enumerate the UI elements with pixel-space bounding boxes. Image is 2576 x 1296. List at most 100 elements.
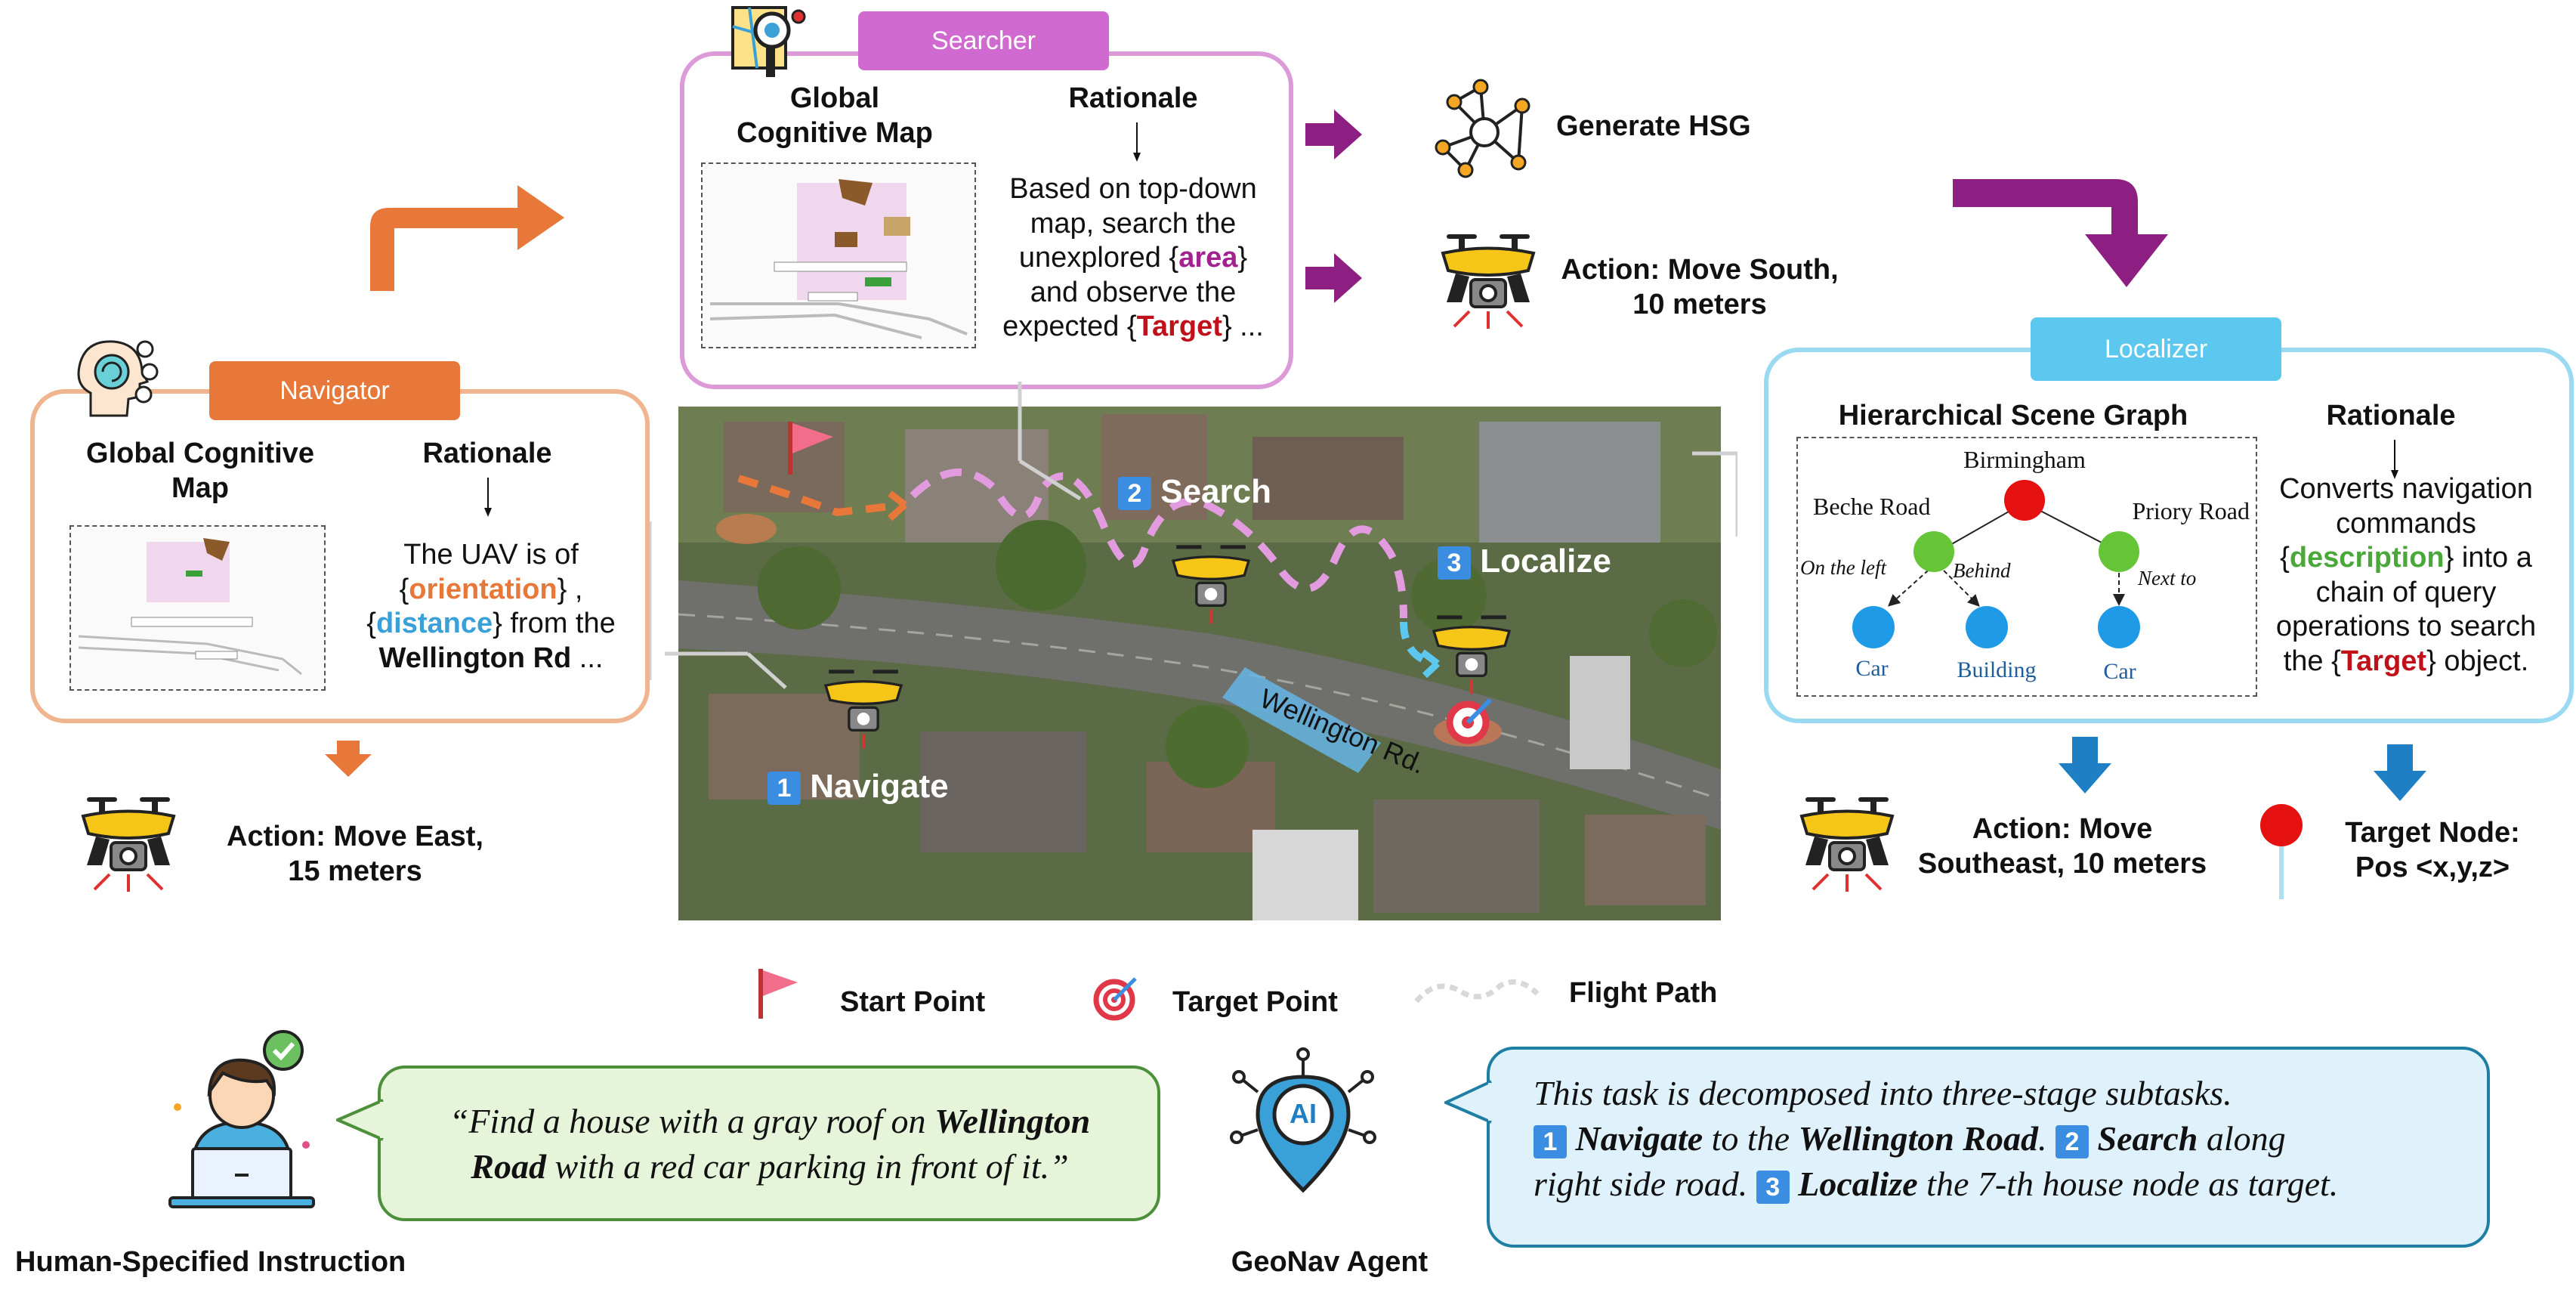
localizer-rationale-line2: commands — [2336, 507, 2476, 540]
brace-open: { — [366, 608, 376, 640]
localizer-rationale-line3: {description} into a — [2255, 541, 2557, 576]
map-drone-1-icon — [822, 663, 905, 758]
agent-icon-text: AI — [1290, 1098, 1317, 1129]
flight-path-icon — [1413, 971, 1541, 1013]
navigator-action-line2: 15 meters — [288, 855, 422, 887]
searcher-map-heading: Global Cognitive Map — [737, 82, 933, 149]
searcher-rationale-line4: and observe the — [1030, 276, 1237, 308]
graph-edge-on-the-left: On the left — [1800, 556, 1886, 579]
localizer-graph-heading: Hierarchical Scene Graph — [1838, 400, 2188, 431]
navigator-rationale-heading: Rationale — [422, 438, 552, 469]
target-node-label: Target Node: Pos <x,y,z> — [2319, 816, 2546, 885]
navigator-cognitive-map — [69, 525, 326, 691]
graph-leaf-car-1: Car — [1855, 656, 1889, 681]
brace-open: { — [399, 573, 409, 605]
navigator-output-arrow — [325, 741, 372, 777]
human-instruction-text: “Find a house with a gray roof on Wellin… — [411, 1099, 1129, 1189]
graph-edge-next-to: Next to — [2138, 567, 2197, 589]
navigator-head-icon — [68, 333, 159, 423]
step-localize-label: Localize — [1480, 543, 1611, 580]
expected-text: expected { — [1002, 311, 1137, 343]
searcher-to-action-arrow — [1305, 253, 1362, 303]
localizer-down-arrow — [2390, 440, 2399, 481]
orientation-keyword: orientation — [409, 573, 558, 605]
agent-num-1: 1 — [1534, 1125, 1567, 1159]
legend-target: Target Point — [1172, 986, 1338, 1018]
brace-open: { — [2280, 542, 2290, 574]
the-text: the { — [2283, 645, 2341, 677]
object-text: } object. — [2426, 645, 2529, 677]
graph-node-beche-road: Beche Road — [1813, 493, 1931, 520]
searcher-rationale-line1: Based on top-down — [1009, 173, 1257, 205]
searcher-rationale-line5: expected {Target} ... — [982, 310, 1284, 345]
step-navigate-label: Navigate — [810, 768, 949, 805]
searcher-action-line1: Action: Move South, — [1561, 254, 1839, 286]
hsg-network-icon — [1428, 76, 1541, 181]
legend-path: Flight Path — [1569, 977, 1718, 1009]
map-drone-2-icon — [1169, 539, 1252, 633]
aerial-map: Wellington Rd. 2 Search 3 Localize 1 Nav… — [678, 407, 1721, 920]
localizer-action-line2: Southeast, 10 meters — [1917, 847, 2207, 880]
map-drone-3-icon — [1430, 609, 1513, 704]
target-node-line1: Target Node: — [2345, 817, 2520, 849]
navigator-rationale-line1: The UAV is of — [403, 539, 579, 571]
navigator-action: Action: Move East, 15 meters — [204, 820, 506, 889]
localizer-rationale-text: Converts navigation commands {descriptio… — [2255, 472, 2557, 679]
step-navigate-num: 1 — [768, 772, 801, 806]
start-flag-icon — [755, 967, 801, 1020]
hsg-to-localizer-arrow — [1953, 175, 2172, 289]
localizer-rationale-line6: the {Target} object. — [2255, 645, 2557, 679]
agent-road: Wellington Road — [1798, 1119, 2038, 1158]
step-search-label: Search — [1160, 473, 1271, 510]
graph-leaf-car-2: Car — [2103, 659, 2136, 684]
target-node-line2: Pos <x,y,z> — [2355, 851, 2510, 883]
graph-root-label: Birmingham — [1963, 446, 2086, 473]
instruction-part1: “Find a house with a gray roof on — [449, 1102, 935, 1140]
searcher-title: Searcher — [858, 11, 1109, 70]
graph-edge-behind: Behind — [1953, 559, 2011, 582]
step-search: 2 Search — [1118, 473, 1271, 511]
localizer-title: Localizer — [2031, 317, 2281, 381]
unexplored-text: unexplored { — [1018, 242, 1179, 274]
target-point-icon — [1092, 971, 1144, 1024]
brace-close: } — [1237, 242, 1248, 274]
agent-response-text: This task is decomposed into three-stage… — [1534, 1071, 2470, 1207]
scene-graph-box — [1796, 437, 2257, 697]
navigator-rationale-line2: {orientation} , — [347, 573, 635, 608]
localizer-action: Action: Move Southeast, 10 meters — [1900, 812, 2225, 881]
searcher-rationale-line2: map, search the — [1030, 207, 1237, 240]
navigator-drone-icon — [79, 790, 178, 903]
localizer-rationale-line1: Converts navigation — [2279, 473, 2533, 505]
road-keyword: Wellington Rd — [378, 642, 572, 674]
localizer-rationale-heading: Rationale — [2326, 400, 2456, 431]
human-label: Human-Specified Instruction — [15, 1246, 406, 1278]
graph-leaf-building: Building — [1957, 657, 2037, 682]
connector-lines — [647, 370, 1740, 695]
step-localize-num: 3 — [1438, 546, 1471, 580]
geonav-agent-icon: AI — [1228, 1047, 1379, 1198]
agent-response-line2: 1 Navigate to the Wellington Road. 2 Sea… — [1534, 1116, 2470, 1161]
legend-start: Start Point — [840, 986, 986, 1018]
agent-localize: Localize — [1798, 1165, 1918, 1203]
step-localize: 3 Localize — [1438, 543, 1611, 580]
agent-bubble-tail — [1442, 1077, 1496, 1130]
searcher-action-line2: 10 meters — [1632, 288, 1767, 320]
graph-node-priory-road: Priory Road — [2132, 497, 2250, 524]
searcher-to-hsg-arrow — [1305, 110, 1362, 159]
agent-num-2: 2 — [2055, 1125, 2089, 1159]
localizer-target-arrow — [2374, 744, 2426, 801]
searcher-cognitive-map — [701, 162, 976, 348]
human-instruction-bubble: “Find a house with a gray roof on Wellin… — [378, 1066, 1160, 1221]
navigator-to-searcher-arrow — [366, 181, 570, 291]
navigator-map-heading: Global Cognitive Map — [86, 438, 314, 504]
target-keyword: Target — [1136, 311, 1222, 343]
ellipsis: ... — [571, 642, 604, 674]
step-search-num: 2 — [1118, 477, 1151, 511]
searcher-rationale-heading: Rationale — [1068, 82, 1198, 114]
searcher-drone-icon — [1439, 227, 1537, 340]
navigator-action-line1: Action: Move East, — [227, 821, 483, 852]
agent-response-bubble: This task is decomposed into three-stage… — [1487, 1047, 2490, 1248]
area-keyword: area — [1178, 242, 1238, 274]
agent-to-the: to the — [1703, 1119, 1799, 1158]
human-user-icon — [162, 1016, 329, 1213]
